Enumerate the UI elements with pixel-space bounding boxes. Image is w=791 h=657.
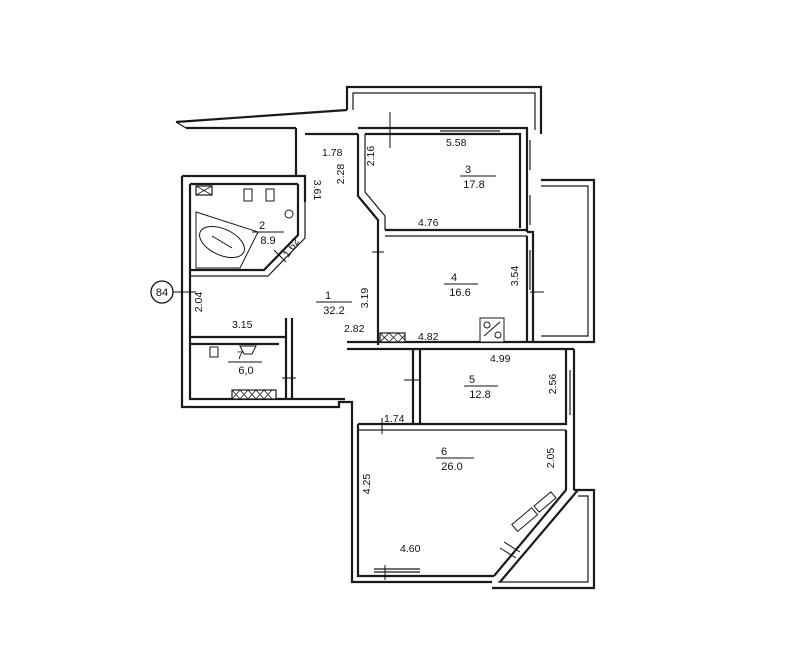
dimension-label: 1.62 (281, 236, 303, 260)
dimension-label: 3.54 (509, 266, 521, 287)
room-label-3: 3 17.8 (460, 164, 496, 191)
room-number: 4 (451, 272, 457, 284)
room-area: 26.0 (441, 461, 462, 473)
balcony-door-icon (499, 491, 557, 559)
room-number: 5 (469, 374, 475, 386)
bathtub-icon (195, 211, 259, 269)
plan-marker-label: 84 (156, 287, 168, 299)
dimension-label: 4.60 (400, 543, 421, 555)
dimension-label: 2.16 (365, 146, 377, 167)
dimension-label: 3.19 (359, 288, 371, 309)
room-area: 16.6 (449, 287, 470, 299)
room-number: 2 (259, 220, 265, 232)
dimension-label: 2.82 (344, 323, 365, 335)
dimension-label: 4.82 (418, 331, 439, 343)
room-area: 12.8 (469, 389, 490, 401)
balcony-right (541, 178, 596, 344)
balcony-bottom-right (492, 488, 596, 590)
dimension-label: 4.76 (418, 217, 439, 229)
room-area: 17.8 (463, 179, 484, 191)
vent-box-bath (195, 185, 213, 196)
door-ticks (168, 112, 544, 580)
room-number: 7 (237, 350, 243, 362)
room-label-7: 7 6,0 (228, 350, 262, 377)
room-number: 6 (441, 446, 447, 458)
entrance-wedge (175, 108, 348, 130)
dimension-labels: 1.78 2.16 5.58 2.28 3.61 4.76 1.62 3.54 … (193, 137, 559, 555)
vent-box-wc (231, 389, 277, 400)
dimension-label: 2.28 (335, 164, 347, 185)
balcony-top (345, 85, 543, 134)
washbasin-icon (243, 188, 294, 219)
room-label-5: 5 12.8 (464, 374, 498, 401)
toilet-icon (209, 345, 257, 358)
windows (374, 127, 571, 573)
dimension-label: 1.78 (322, 147, 343, 159)
dimension-label: 4.25 (361, 474, 373, 495)
dimension-label: 2.04 (193, 292, 205, 313)
room-area: 32.2 (323, 305, 344, 317)
dimension-label: 2.56 (547, 374, 559, 395)
dimension-label: 2.05 (545, 448, 557, 469)
vent-box-kitchen (379, 332, 406, 343)
room-number: 3 (465, 164, 471, 176)
dimension-label: 3.15 (232, 319, 253, 331)
room-label-4: 4 16.6 (444, 272, 478, 299)
dimension-label: 3.61 (311, 180, 323, 201)
room-number: 1 (325, 290, 331, 302)
room-label-2: 2 8.9 (252, 220, 284, 247)
room-area: 8.9 (260, 235, 275, 247)
room-area: 6,0 (238, 365, 253, 377)
room-label-1: 1 32.2 (316, 290, 352, 317)
room-label-6: 6 26.0 (436, 446, 474, 473)
stove-icon (479, 317, 505, 343)
dimension-label: 1.74 (384, 413, 405, 425)
dimension-label: 4.99 (490, 353, 511, 365)
plan-marker: 84 (150, 280, 174, 304)
dimension-label: 5.58 (446, 137, 467, 149)
